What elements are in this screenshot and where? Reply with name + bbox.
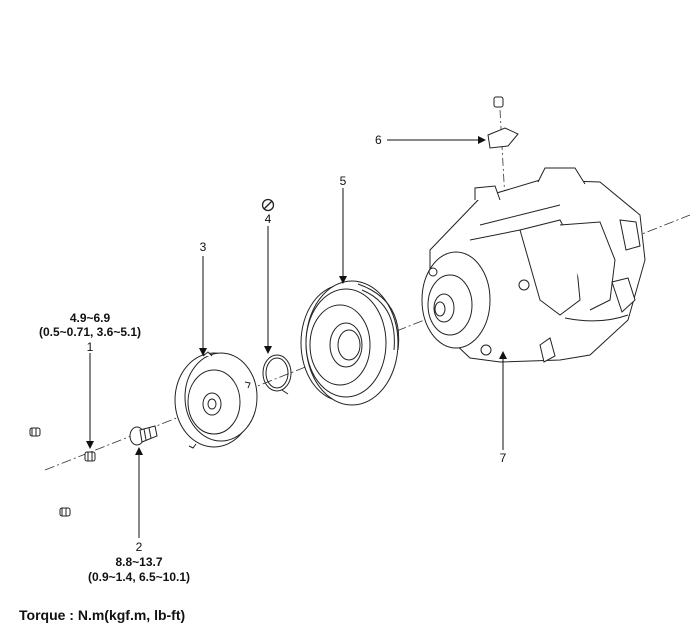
part-4-snap-ring	[262, 354, 292, 395]
part-3-clutch-hub	[174, 351, 258, 449]
callout-6-number: 6	[375, 133, 382, 147]
torque-units-note: Torque : N.m(kgf.m, lb-ft)	[19, 607, 186, 623]
callout-2-torque-alt: (0.9~1.4, 6.5~10.1)	[87, 570, 191, 584]
callout-5-number: 5	[339, 174, 347, 188]
callout-2-torque: 8.8~13.7	[115, 555, 163, 569]
callout-1-torque: 4.9~6.9	[69, 311, 111, 325]
part-6-bracket-bolt	[487, 96, 519, 149]
callout-2-number: 2	[135, 540, 143, 554]
callout-1-torque-alt: (0.5~0.71, 3.6~5.1)	[38, 325, 142, 339]
do-not-reuse-icon	[261, 198, 275, 212]
callout-1-number: 1	[86, 340, 94, 354]
bolt-left-bottom	[59, 507, 71, 517]
callout-4-number: 4	[264, 212, 272, 226]
callout-7-number: 7	[499, 451, 507, 465]
callout-3-number: 3	[199, 240, 207, 254]
bolt-left-top	[29, 427, 41, 437]
vertical-axis-line	[499, 109, 506, 201]
part-2-center-bolt	[129, 425, 158, 446]
part-5-pulley	[300, 280, 400, 406]
part-1-bolt	[84, 451, 96, 462]
part-7-compressor	[421, 167, 646, 363]
